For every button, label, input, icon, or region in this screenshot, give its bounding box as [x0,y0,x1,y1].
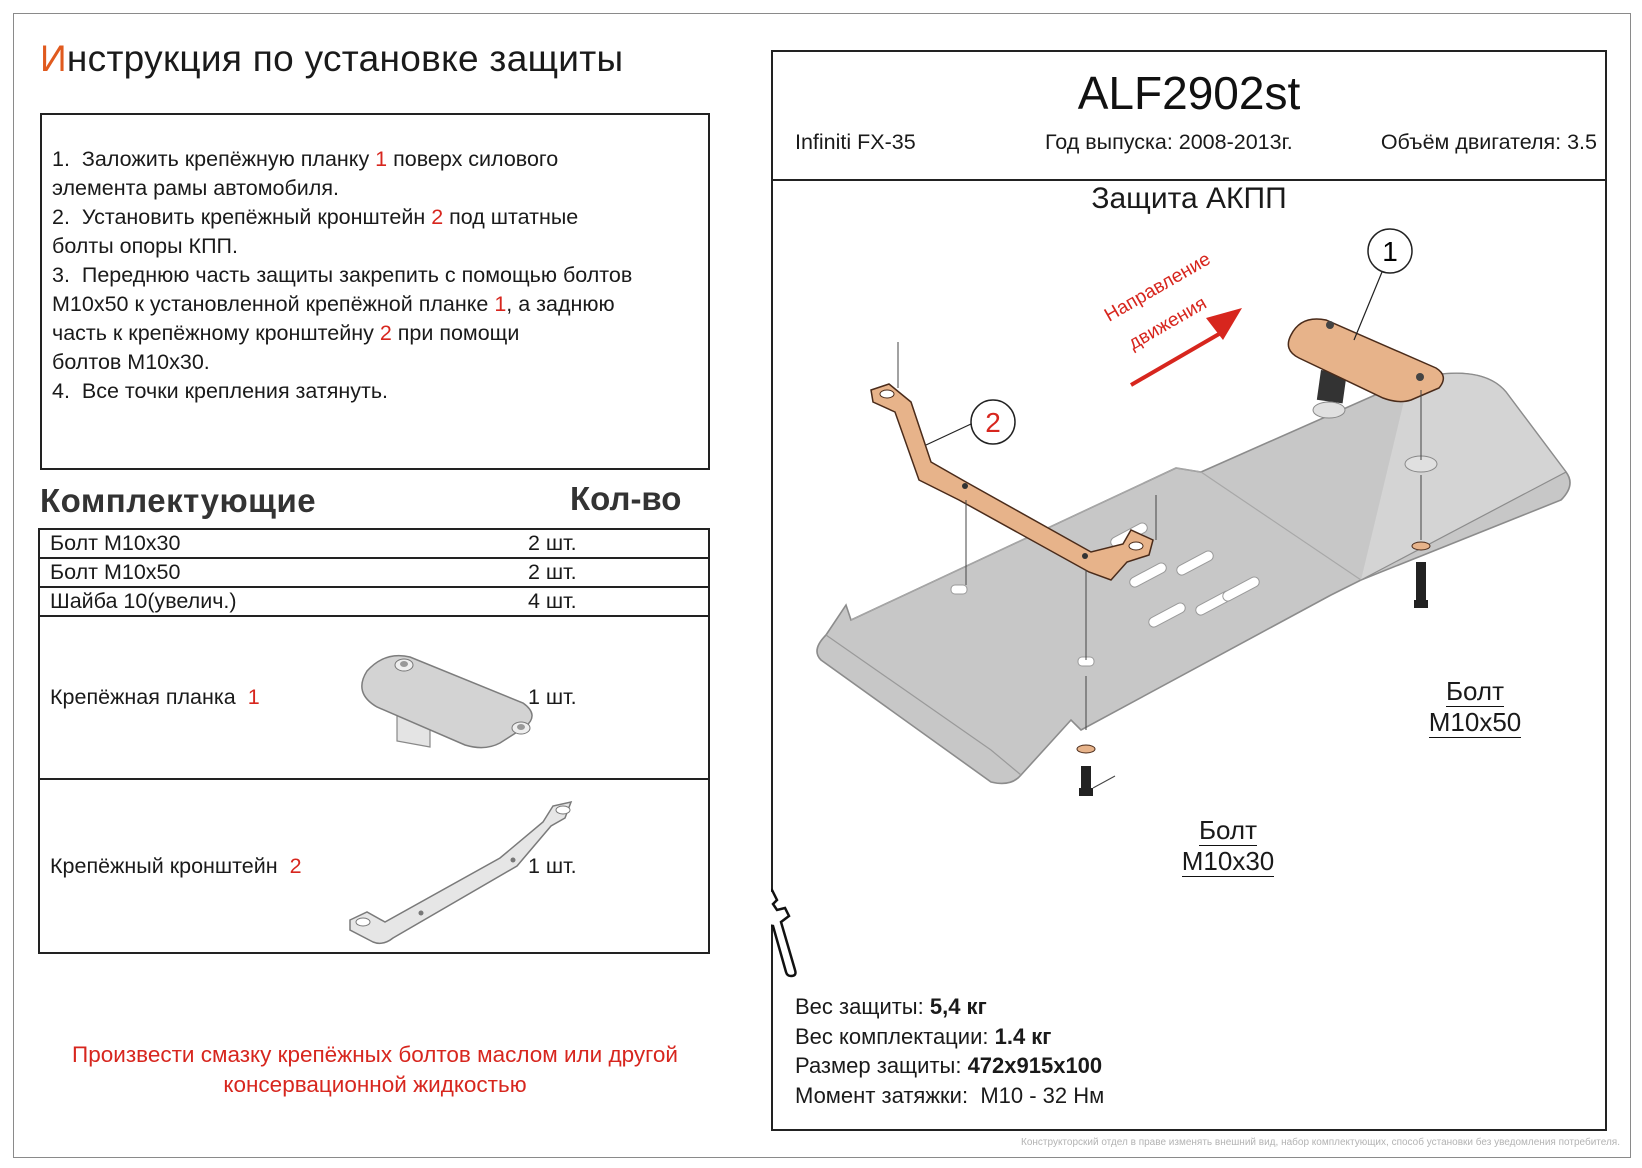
direction-arrow-icon [1206,308,1242,340]
spec-weight: Вес защиты: 5,4 кг [795,994,987,1019]
step-3: 3. Переднюю часть защиты закрепить с пом… [52,263,633,287]
product-panel: ALF2902st Infiniti FX-35 Год выпуска: 20… [771,50,1607,1131]
part-name: Болт M10x50 [38,557,528,588]
components-title: Комплектующие [40,482,317,519]
header-divider [773,179,1605,181]
step-3-cont2: часть к крепёжному кронштейну 2 при помо… [52,321,520,345]
step-1: 1. Заложить крепёжную планку 1 поверх си… [52,147,559,171]
part-name: Крепёжный кронштейн 2 [38,778,528,954]
page-frame [13,13,1631,1158]
part-name: Болт M10x30 [38,528,528,559]
assembly-diagram: 1 2 Направление движения [771,228,1571,978]
quantity-title: Кол-во [570,480,682,517]
callout-1: 1 [1382,236,1398,267]
part-qty: 4 шт. [528,586,710,617]
spec-torque: Момент затяжки: M10 - 32 Нм [795,1082,1105,1108]
product-code: ALF2902st [1077,67,1301,119]
spec-size: Размер защиты: 472x915x100 [795,1053,1103,1078]
table-row: Болт M10x30 2 шт. [38,528,710,559]
bracket-image [349,800,573,945]
bolt-m10x50-label: Болт M10x50 [1428,676,1522,738]
wrench-icon [771,888,797,978]
part-qty: 2 шт. [528,528,710,559]
page-title: Инструкция по установке защиты [40,38,624,79]
table-row: Болт M10x50 2 шт. [38,557,710,588]
part-name: Шайба 10(увелич.) [38,586,528,617]
table-row: Шайба 10(увелич.) 4 шт. [38,586,710,617]
table-row: Крепёжный кронштейн 2 1 шт. [38,778,710,954]
step-3-cont1: M10x50 к установленной крепёжной планке … [52,292,615,316]
product-name: Защита АКПП [1091,182,1287,215]
step-4: 4. Все точки крепления затянуть. [52,379,389,403]
callout-2: 2 [985,407,1001,438]
production-years: Год выпуска: 2008-2013г. [1045,130,1293,154]
lubrication-warning: Произвести смазку крепёжных болтов масло… [72,1042,678,1097]
part-qty: 1 шт. [528,615,710,780]
disclaimer: Конструкторский отдел в праве изменять в… [1021,1137,1620,1148]
car-model: Infiniti FX-35 [795,130,916,154]
step-1-cont: элемента рамы автомобиля. [52,176,339,200]
bolt-m10x30-label: Болт M10x30 [1181,815,1275,877]
spec-kit-weight: Вес комплектации: 1.4 кг [795,1023,1052,1049]
specifications: Вес защиты: 5,4 кг Вес комплектации: 1.4… [795,992,1104,1110]
engine-volume: Объём двигателя: 3.5 [1380,130,1597,154]
step-2: 2. Установить крепёжный кронштейн 2 под … [52,205,579,229]
step-3-cont3: болтов M10x30. [52,350,210,374]
part-qty: 2 шт. [528,557,710,588]
mounting-plate-image [361,654,533,749]
instruction-steps: 1. Заложить крепёжную планку 1 поверх си… [40,113,710,470]
step-2-cont: болты опоры КПП. [52,234,238,258]
